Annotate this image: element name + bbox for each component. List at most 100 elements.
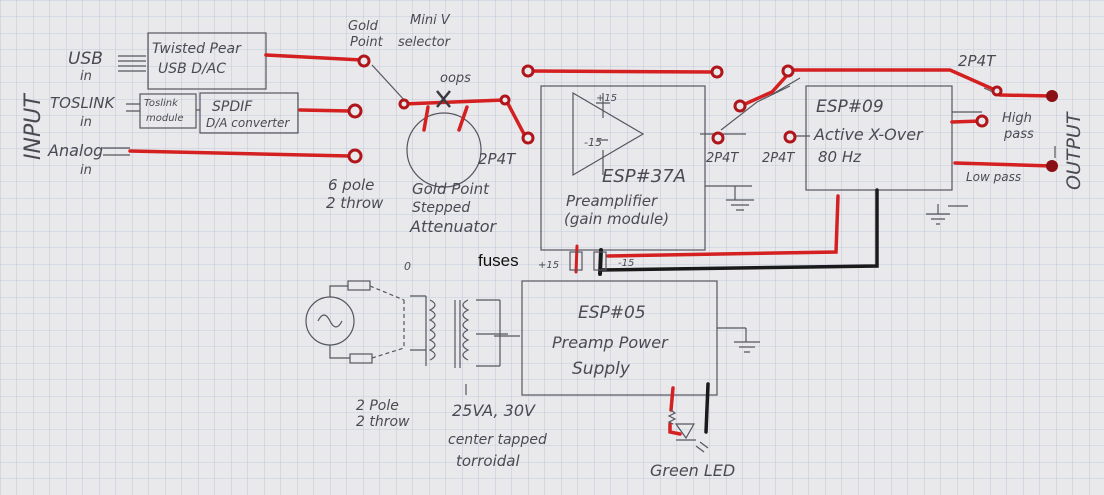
terminal-preamp-in: [521, 131, 535, 145]
toslink-module-line1: Toslink: [144, 98, 179, 109]
label-in-analog: in: [80, 163, 92, 178]
wire-usb-selector: [264, 53, 364, 62]
switch6-l2: 2 throw: [326, 194, 384, 212]
label-toslink: TOSLINK: [50, 94, 115, 112]
usb-dac-line2: USB D/AC: [158, 61, 226, 77]
wire-switch-link: [734, 70, 792, 110]
terminal-analog: [347, 148, 363, 164]
resistor: [667, 409, 677, 425]
label-2p4t-b: 2P4T: [706, 151, 739, 166]
preamp-l1: Preamplifier: [566, 192, 658, 210]
terminal-preamp-top-left: [521, 64, 535, 78]
wire-led-plus: [668, 386, 682, 436]
wire-spdif-switch: [298, 108, 352, 113]
switch2-zero: 0: [404, 260, 411, 273]
attenuator-l3: Attenuator: [409, 217, 497, 236]
selector-l1: Gold: [348, 19, 379, 34]
preamp-box: [540, 85, 706, 251]
terminal-2p4t-out: [991, 85, 1003, 97]
crossover-box: [805, 85, 953, 191]
spdif-box: [199, 92, 299, 134]
spdif-line2: D/A converter: [206, 116, 290, 130]
wire-led-ground: [704, 382, 710, 434]
terminal-selector-usb: [357, 54, 371, 68]
label-in-toslink: in: [80, 115, 92, 130]
oops-label: oops: [440, 71, 471, 86]
labels: INPUT USB in TOSLINK in Analog in Twiste…: [21, 13, 1085, 480]
wire-high-pass-1: [998, 93, 1054, 98]
output-pass: pass: [1003, 127, 1034, 142]
wire-crossover-top: [788, 68, 997, 92]
power-name: ESP#05: [578, 303, 646, 323]
terminal-spdif: [347, 103, 363, 119]
label-2p4t-c: 2P4T: [762, 151, 795, 166]
spdif-line1: SPDIF: [212, 99, 253, 115]
jack-high-pass: [1046, 90, 1058, 102]
jack-low-pass: [1046, 160, 1058, 172]
terminal-bus-right: [499, 94, 511, 106]
toslink-module-line2: module: [146, 113, 183, 124]
label-analog: Analog: [47, 141, 103, 160]
label-2p4t-d: 2P4T: [958, 52, 997, 70]
label-usb: USB: [68, 49, 103, 69]
preamp-name: ESP#37A: [602, 166, 686, 187]
switch6-l1: 6 pole: [328, 176, 374, 194]
preamp-minus: -15: [584, 136, 602, 149]
terminal-switch-d: [783, 130, 797, 144]
wire-preamp-top: [529, 69, 716, 74]
led-label: Green LED: [650, 461, 735, 480]
attenuator-l2: Stepped: [412, 200, 470, 216]
selector-l2: Point: [350, 35, 384, 50]
fuse-plus-label: +15: [538, 260, 559, 271]
terminal-switch-b: [733, 99, 747, 113]
label-in-usb: in: [80, 69, 92, 84]
terminals: [347, 54, 1003, 164]
preamp-plus: +15: [596, 93, 617, 104]
attenuator-l1: Gold Point: [412, 180, 490, 198]
power-l2: Supply: [572, 359, 631, 379]
power-supply-box: [521, 280, 718, 396]
terminal-preamp-top-right: [710, 65, 724, 79]
wire-ground-rail: [598, 188, 879, 272]
terminal-high-pass: [975, 114, 989, 128]
switch2-l2: 2 throw: [356, 414, 410, 430]
transformer-l2: center tapped: [448, 432, 547, 448]
usb-dac-box: [147, 32, 267, 90]
crossover-l2: 80 Hz: [818, 148, 862, 166]
transformer-l1: 25VA, 30V: [452, 401, 536, 420]
label-2p4t-a: 2P4T: [478, 150, 517, 168]
wiring: [128, 53, 1054, 436]
terminal-switch-c: [781, 64, 795, 78]
terminal-selector-common: [398, 98, 410, 110]
fuses-label: fuses: [478, 251, 519, 270]
crossover-l1: Active X-Over: [813, 125, 924, 144]
output-low: Low pass: [966, 170, 1021, 184]
fuse-minus: [593, 251, 607, 271]
oops-mark: [436, 90, 451, 108]
fuse-plus: [569, 251, 583, 271]
wire-plus-rail: [606, 194, 840, 258]
output-jacks: [1046, 90, 1058, 172]
power-l1: Preamp Power: [552, 333, 669, 352]
selector-l4: selector: [398, 35, 452, 50]
transformer-l3: torroidal: [456, 452, 520, 470]
fuse-minus-label: -15: [618, 258, 634, 269]
input-title: INPUT: [21, 93, 46, 160]
selector-l3: Mini V: [410, 13, 451, 28]
wire-attenuator-out: [457, 105, 469, 132]
crossover-name: ESP#09: [816, 97, 884, 117]
switch2-l1: 2 Pole: [356, 398, 399, 414]
usb-dac-line1: Twisted Pear: [152, 41, 242, 57]
pencil-lines: [103, 32, 1056, 453]
terminal-switch-a: [711, 131, 725, 145]
wire-analog-in: [128, 149, 352, 158]
wire-fuse-plus: [574, 244, 579, 274]
output-title: OUTPUT: [1063, 111, 1085, 190]
output-high: High: [1002, 111, 1032, 126]
wire-to-preamp: [504, 98, 526, 136]
wire-attenuator-in: [422, 105, 430, 132]
wire-selector-bus: [401, 98, 506, 106]
